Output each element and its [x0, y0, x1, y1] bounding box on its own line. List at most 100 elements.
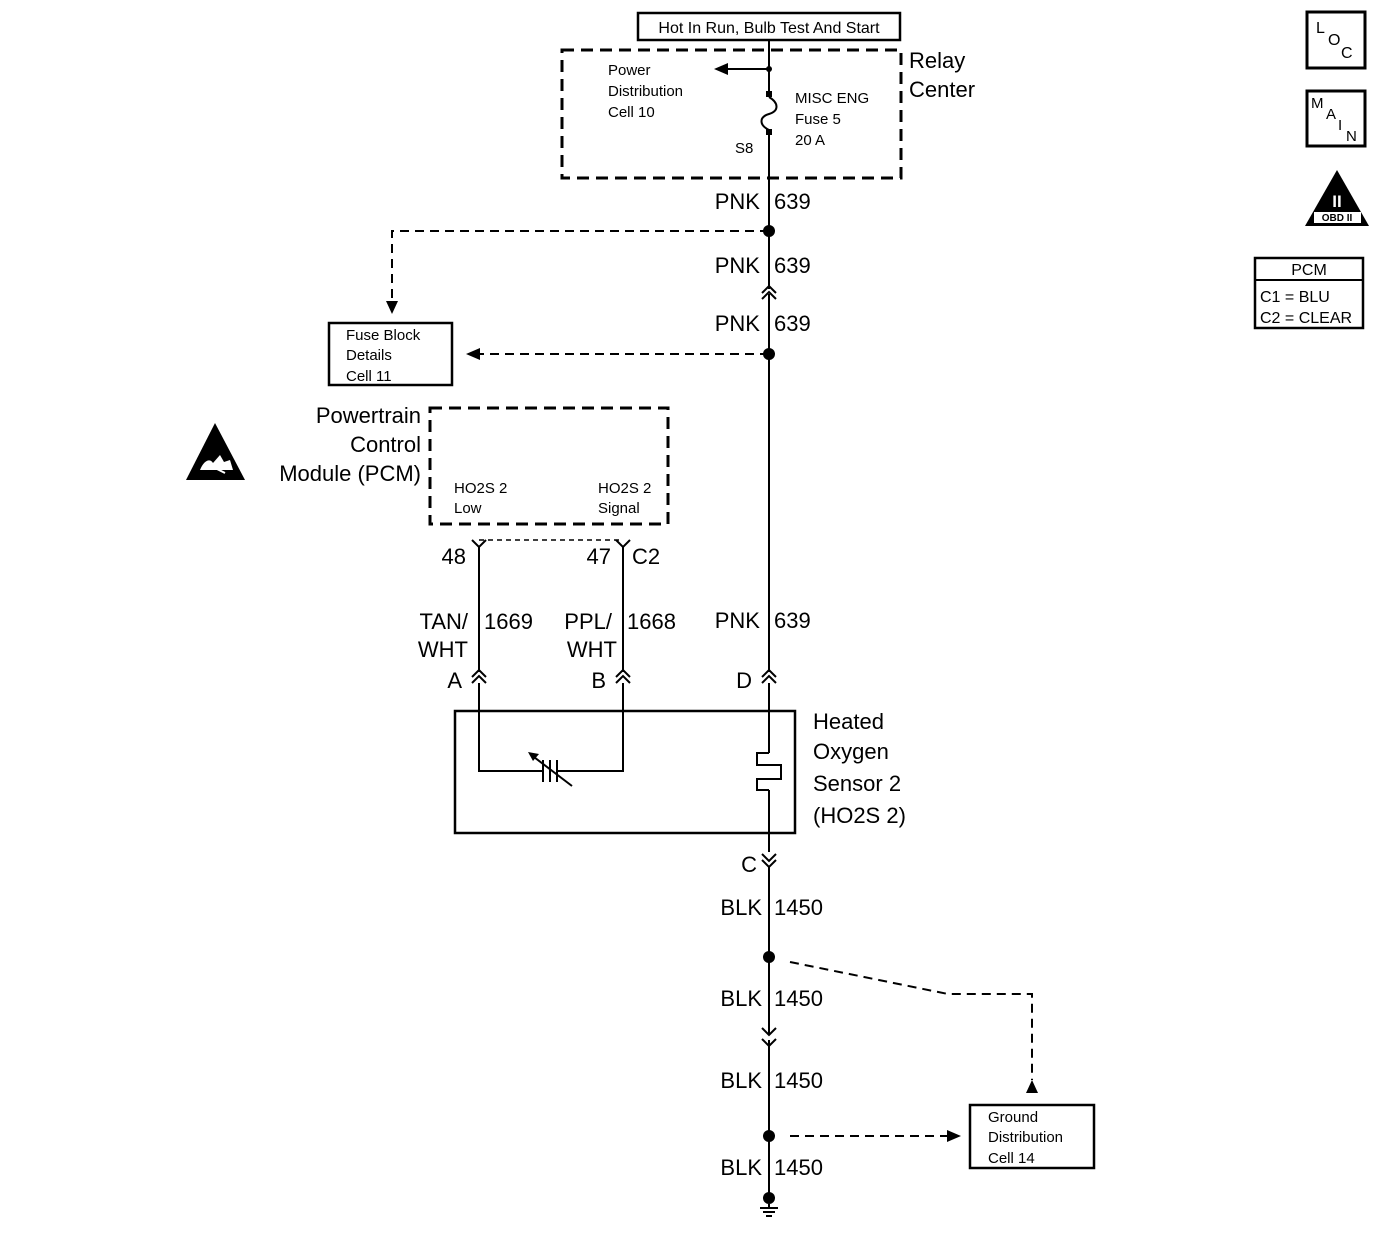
blk-color-2: BLK — [720, 986, 762, 1011]
svg-text:M: M — [1311, 95, 1324, 112]
fuse-label-1: MISC ENG — [795, 90, 869, 107]
ground-distribution-label-3: Cell 14 — [988, 1150, 1035, 1167]
pcm-legend-c1: C1 = BLU — [1260, 289, 1330, 306]
pnk-circuit-3: 639 — [774, 311, 811, 336]
svg-text:OBD II: OBD II — [1322, 213, 1353, 224]
fuse-label-3: 20 A — [795, 132, 825, 149]
feed-junction — [766, 66, 772, 72]
fuse-block-arrow-1 — [386, 301, 398, 314]
ppl-color-1: PPL/ — [564, 609, 613, 634]
sensor-signal-circuit — [565, 683, 624, 772]
pnk-color-4: PNK — [715, 608, 761, 633]
blk-circuit-2: 1450 — [774, 986, 823, 1011]
pnk-color-1: PNK — [715, 189, 761, 214]
sensor-connector-b — [615, 668, 631, 684]
power-distribution-label-1: Power — [608, 62, 651, 79]
sensor-pin-c: C — [741, 852, 757, 877]
blk-color-1: BLK — [720, 895, 762, 920]
ground-reference-1 — [789, 961, 1033, 1080]
sensor-label-4: (HO2S 2) — [813, 803, 906, 828]
pcm-legend-title: PCM — [1291, 262, 1327, 279]
pnk-connector-chevron-2 — [761, 290, 777, 300]
pcm-pin-48-terminal — [471, 539, 487, 549]
pcm-low-label-1: HO2S 2 — [454, 480, 507, 497]
pcm-pin-47: 47 — [587, 544, 611, 569]
heater-element — [756, 752, 782, 791]
fuse-block-label-3: Cell 11 — [346, 368, 392, 385]
fuse-label-2: Fuse 5 — [795, 111, 841, 128]
pnk-circuit-1: 639 — [774, 189, 811, 214]
power-distribution-label-3: Cell 10 — [608, 104, 655, 121]
ground-distribution-label-1: Ground — [988, 1109, 1038, 1126]
sensor-low-circuit — [478, 683, 537, 772]
pcm-connector-c2: C2 — [632, 544, 660, 569]
oxygen-sensing-element — [528, 752, 573, 787]
tan-color-2: WHT — [418, 637, 468, 662]
sensor-connector-c — [761, 853, 777, 869]
fuse-block-reference-1 — [391, 230, 769, 302]
svg-text:I: I — [1338, 117, 1342, 134]
ground-reference-arrow-2 — [947, 1130, 961, 1142]
svg-text:C: C — [1341, 45, 1353, 62]
pcm-label-3: Module (PCM) — [279, 461, 421, 486]
loc-icon[interactable]: L O C — [1305, 10, 1367, 70]
fuse-block-box — [327, 321, 454, 387]
pnk-color-2: PNK — [715, 253, 761, 278]
fuse-terminal-top — [766, 91, 772, 97]
pcm-connector-legend: PCM C1 = BLU C2 = CLEAR — [1253, 256, 1365, 330]
sensor-label-2: Oxygen — [813, 739, 889, 764]
pcm-signal-label-2: Signal — [598, 500, 640, 517]
svg-text:N: N — [1346, 128, 1357, 145]
blk-splice-1 — [763, 951, 775, 963]
sensor-pin-a: A — [447, 668, 462, 693]
sensor-label-3: Sensor 2 — [813, 771, 901, 796]
blk-splice-2 — [763, 1130, 775, 1142]
blk-circuit-4: 1450 — [774, 1155, 823, 1180]
blk-color-4: BLK — [720, 1155, 762, 1180]
svg-text:O: O — [1328, 32, 1340, 49]
pnk-connector-chevron-1 — [761, 284, 777, 294]
ground-reference-arrow-1 — [1026, 1080, 1038, 1093]
blk-circuit-3: 1450 — [774, 1068, 823, 1093]
fuse-element — [760, 96, 778, 131]
sensor-label-1: Heated — [813, 709, 884, 734]
ppl-circuit: 1668 — [627, 609, 676, 634]
power-distribution-label-2: Distribution — [608, 83, 683, 100]
ground-distribution-box — [968, 1103, 1096, 1170]
pnk-circuit-4: 639 — [774, 608, 811, 633]
pcm-signal-label-1: HO2S 2 — [598, 480, 651, 497]
pcm-label-2: Control — [350, 432, 421, 457]
main-icon[interactable]: M A I N — [1305, 89, 1367, 148]
power-distribution-arrow — [714, 63, 728, 75]
sensor-connector-d — [761, 668, 777, 684]
pcm-legend-c2: C2 = CLEAR — [1260, 310, 1352, 327]
tan-color-1: TAN/ — [420, 609, 469, 634]
obd-ii-icon[interactable]: II OBD II — [1305, 170, 1369, 226]
pnk-color-3: PNK — [715, 311, 761, 336]
blk-circuit-1: 1450 — [774, 895, 823, 920]
pcm-low-label-2: Low — [454, 500, 482, 517]
relay-center-box — [560, 48, 903, 180]
relay-center-label-1: Relay — [909, 48, 965, 73]
ground-distribution-label-2: Distribution — [988, 1129, 1063, 1146]
svg-text:A: A — [1326, 106, 1336, 123]
fuse-block-label-1: Fuse Block — [346, 327, 421, 344]
blk-color-3: BLK — [720, 1068, 762, 1093]
sensor-pin-d: D — [736, 668, 752, 693]
ground-icon — [760, 1192, 778, 1217]
fuse-block-arrow-2 — [466, 348, 480, 360]
sensor-pin-b: B — [591, 668, 606, 693]
ppl-color-2: WHT — [567, 637, 617, 662]
fuse-terminal-bottom — [766, 129, 772, 135]
svg-text:II: II — [1332, 192, 1341, 211]
power-source-label: Hot In Run, Bulb Test And Start — [658, 20, 880, 37]
fuse-block-label-2: Details — [346, 347, 392, 364]
relay-center-label-2: Center — [909, 77, 975, 102]
esd-warning-icon — [186, 423, 245, 480]
pcm-pin-47-terminal — [615, 539, 631, 549]
pcm-box — [428, 406, 670, 526]
pcm-label-1: Powertrain — [316, 403, 421, 428]
svg-text:L: L — [1316, 20, 1325, 37]
pnk-circuit-2: 639 — [774, 253, 811, 278]
